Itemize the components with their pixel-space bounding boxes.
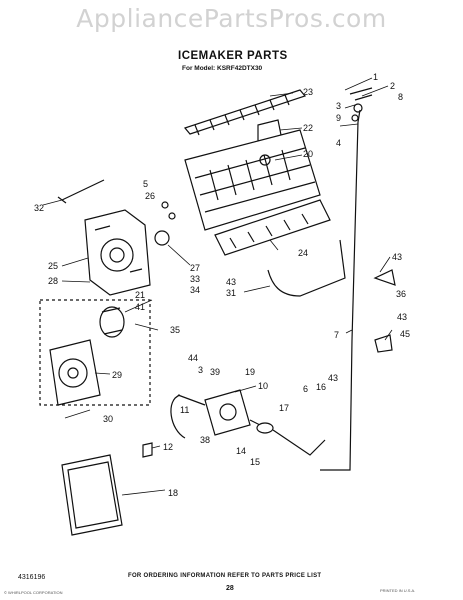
callout: 45 — [400, 329, 410, 339]
callout: 11 — [180, 405, 189, 415]
callout: 4 — [336, 138, 341, 148]
callout: 6 — [303, 384, 308, 394]
mold-tray-shape — [214, 199, 331, 256]
motor-shaft-shape — [154, 230, 170, 246]
callout: 43 — [397, 312, 407, 322]
callout: 14 — [236, 446, 246, 456]
callout: 9 — [336, 113, 341, 123]
fine-print-left: © WHIRLPOOL CORPORATION — [4, 590, 63, 595]
ordering-note: FOR ORDERING INFORMATION REFER TO PARTS … — [128, 573, 322, 579]
water-valve-shape — [177, 389, 326, 456]
callout: 43 — [328, 373, 338, 383]
callout: 36 — [396, 289, 406, 299]
callout: 5 — [143, 179, 148, 189]
callout: 20 — [303, 149, 313, 159]
callout: 25 — [48, 261, 58, 271]
callout: 43 — [392, 252, 402, 262]
assembly-35-box — [39, 299, 151, 406]
callout: 15 — [250, 457, 260, 467]
callout: 31 — [226, 288, 236, 298]
page-title: ICEMAKER PARTS — [178, 50, 288, 62]
watermark: AppliancePartsPros.com — [76, 4, 387, 33]
model-subtitle: For Model: KSRF42DTX30 — [182, 65, 263, 72]
callout: 16 — [316, 382, 326, 392]
page-number: 28 — [226, 585, 234, 592]
callout: 18 — [168, 488, 178, 498]
ejector-comb-shape — [183, 89, 307, 136]
callout: 35 — [170, 325, 180, 335]
callout: 32 — [34, 203, 44, 213]
callout: 29 — [112, 370, 122, 380]
callout: 23 — [303, 87, 313, 97]
screw-26-shape — [168, 212, 176, 220]
document-part-number: 4316196 — [18, 574, 46, 581]
callout: 19 — [245, 367, 255, 377]
clamp-36-shape — [373, 269, 396, 286]
callout-labels: 1 2 8 3 9 4 23 22 20 5 26 32 25 28 27 33… — [34, 72, 410, 498]
callout: 38 — [200, 435, 210, 445]
control-module-shape — [84, 209, 151, 296]
fine-print-right: PRINTED IN U.S.A. — [380, 588, 416, 593]
callout: 21 — [135, 290, 145, 300]
fill-cup-fittings — [349, 87, 373, 122]
callout: 7 — [334, 330, 339, 340]
shutoff-arm-shape — [267, 239, 346, 297]
motor-shape — [99, 306, 125, 338]
screw-5-shape — [161, 201, 169, 209]
clamp-45-shape — [374, 334, 393, 353]
callout: 39 — [210, 367, 220, 377]
mounting-plate-shape — [49, 339, 101, 406]
callout: 22 — [303, 123, 313, 133]
callout: 44 — [188, 353, 198, 363]
clip-12-shape — [142, 442, 153, 458]
callout: 33 — [190, 274, 200, 284]
callout: 12 — [163, 442, 173, 452]
callout: 3 — [198, 365, 203, 375]
valve-harness-shape — [170, 394, 186, 439]
ice-mold-shape — [184, 129, 321, 231]
callout: 2 — [390, 81, 395, 91]
callout: 1 — [373, 72, 378, 82]
callout: 17 — [279, 403, 289, 413]
callout: 41 — [135, 302, 145, 312]
callout: 34 — [190, 285, 200, 295]
callout: 8 — [398, 92, 403, 102]
callout: 3 — [336, 101, 341, 111]
callout: 10 — [258, 381, 268, 391]
water-line-shape — [320, 109, 361, 471]
callout: 26 — [145, 191, 155, 201]
callout: 30 — [103, 414, 113, 424]
callout: 43 — [226, 277, 236, 287]
callout: 28 — [48, 276, 58, 286]
panel-18-shape — [61, 454, 123, 536]
long-screw-shape — [57, 179, 105, 204]
callout: 24 — [298, 248, 308, 258]
callout: 27 — [190, 263, 200, 273]
